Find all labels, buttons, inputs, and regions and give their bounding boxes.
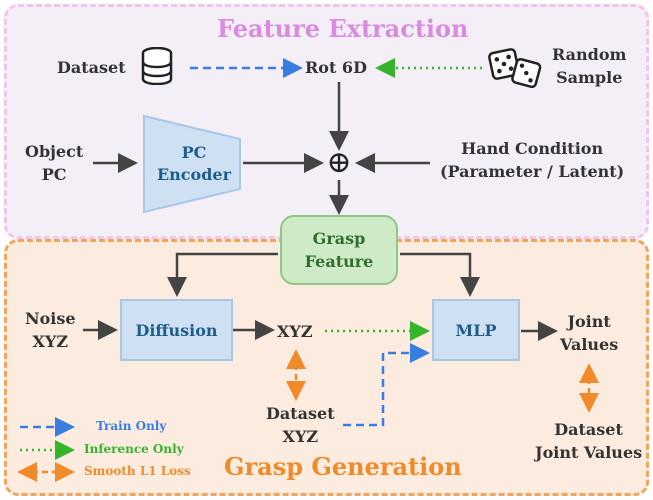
pc-encoder-shape: [143, 114, 241, 214]
feature-extraction-region: [4, 4, 649, 239]
feature-to-mlp-arrow: [400, 252, 480, 297]
feature-to-diffusion-arrow: [167, 252, 278, 297]
mlp-box: MLP: [432, 299, 520, 361]
xyz-label: XYZ: [277, 322, 313, 341]
dataset-label: Dataset: [57, 58, 126, 77]
feature-extraction-title: Feature Extraction: [217, 14, 469, 43]
hand-condition-label: Hand Condition(Parameter / Latent): [440, 139, 625, 181]
datasetxyz-to-mlp-arrow: [343, 343, 430, 427]
legend-inference-label: Inference Only: [84, 442, 184, 456]
grasp-generation-title: Grasp Generation: [224, 452, 462, 481]
diffusion-box: Diffusion: [120, 299, 233, 361]
plus-operator: ⊕: [326, 145, 352, 180]
rot6d-label: Rot 6D: [305, 58, 367, 77]
legend-loss-label: Smooth L1 Loss: [84, 464, 191, 478]
legend-train-label: Train Only: [96, 419, 167, 433]
database-icon: [141, 47, 173, 85]
dice-icon: [488, 48, 542, 88]
